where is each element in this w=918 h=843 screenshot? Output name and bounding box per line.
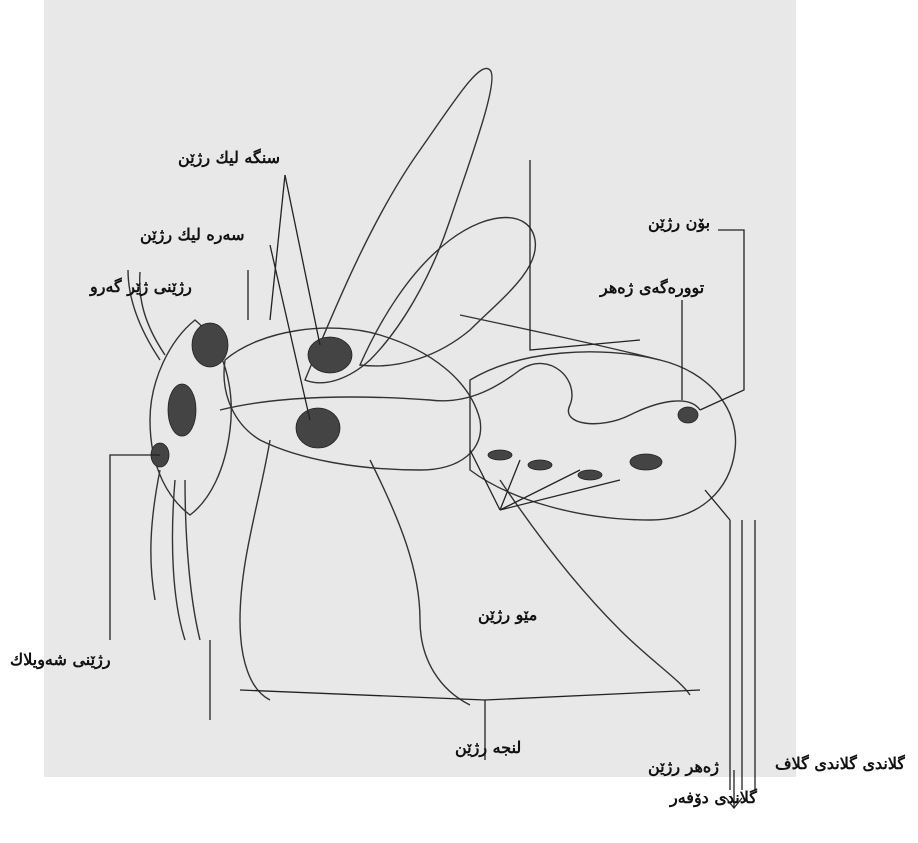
hind-leg xyxy=(500,480,690,695)
mouthparts xyxy=(151,470,200,640)
gland-clusters xyxy=(151,315,698,480)
label-honey-glands: سنگە لیك رژێن xyxy=(178,148,280,167)
foreleg xyxy=(240,440,270,700)
label-mandible-gland: رژێنی شەویلاك xyxy=(10,650,111,669)
label-head-glands: سەرە لیك رژێن xyxy=(140,225,245,244)
label-dufour-gland: گلاندی دۆفەر xyxy=(670,788,757,807)
label-venom-sac: توورەگەی ژەهر xyxy=(600,278,704,297)
middle-leg xyxy=(370,460,470,705)
leader-lines xyxy=(110,160,755,808)
label-sublingual-gland: رژێنی ژێر گەرو xyxy=(90,277,192,296)
hindwing xyxy=(360,218,535,366)
label-cut-off: گلاندی گلاندی گلاف xyxy=(755,754,905,773)
label-wax-glands: مێو رژێن xyxy=(478,605,537,624)
label-smell-gland: بۆن رژێن xyxy=(648,213,710,232)
label-foot-glands: لنجە رژێن xyxy=(455,738,521,757)
label-venom-gland: ژەهر رژێن xyxy=(648,757,719,776)
gut xyxy=(220,363,700,423)
